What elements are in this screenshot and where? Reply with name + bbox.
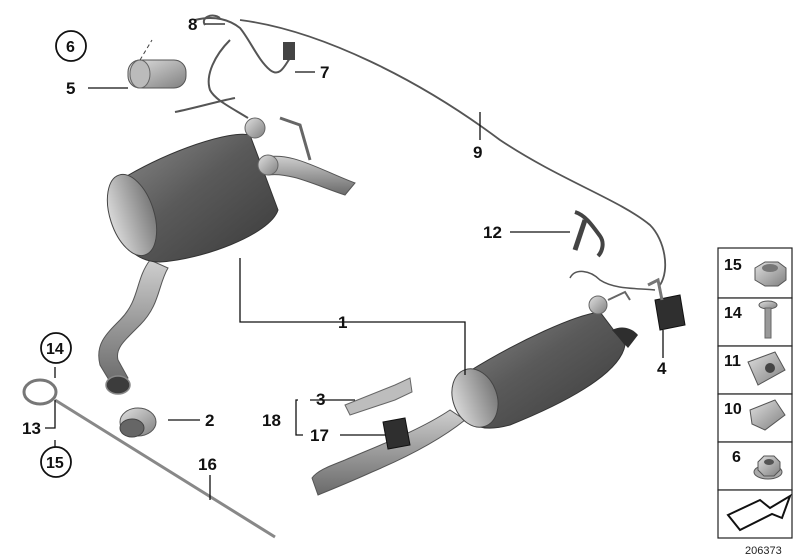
legend-item-2: 11	[724, 353, 741, 370]
rubber-block	[382, 417, 411, 450]
ground-strap	[572, 210, 605, 258]
flange-nut-icon	[753, 455, 783, 480]
reference-number: 206373	[745, 545, 782, 557]
hardware-legend: 15 14 11 10 6	[717, 247, 793, 539]
screw-icon	[758, 300, 778, 339]
callout-7: 7	[320, 63, 329, 82]
callout-1: 1	[338, 313, 347, 332]
callout-8: 8	[188, 15, 197, 34]
callout-15-ring	[40, 446, 72, 478]
clip-nut-icon	[747, 351, 786, 386]
callout-2: 2	[205, 411, 214, 430]
callout-15: 15	[46, 455, 64, 472]
rubber-mount	[647, 277, 686, 331]
pipe-clamp	[119, 407, 157, 438]
tie-rod	[54, 398, 276, 539]
legend-item-3: 10	[724, 401, 742, 418]
legend-item-1: 14	[724, 305, 742, 322]
callout-4: 4	[657, 359, 667, 378]
callout-13: 13	[22, 419, 41, 438]
callout-16: 16	[198, 455, 217, 474]
callout-5: 5	[66, 79, 75, 98]
callout-14: 14	[46, 341, 64, 358]
callout-18: 18	[262, 411, 281, 430]
vacuum-lines	[174, 14, 667, 291]
hose-clamp	[22, 378, 58, 406]
callout-3: 3	[316, 390, 325, 409]
callout-17: 17	[310, 426, 329, 445]
rear-muffler-left	[98, 116, 356, 395]
hex-nut-icon	[754, 261, 787, 287]
callout-6-ring	[55, 30, 87, 62]
forward-arrow-icon	[726, 493, 792, 532]
spring-clip-icon	[749, 399, 786, 431]
callout-14-ring	[40, 332, 72, 364]
bracket	[344, 377, 413, 416]
legend-item-0: 15	[724, 257, 742, 274]
vacuum-reservoir	[127, 39, 187, 89]
callout-9: 9	[473, 143, 482, 162]
rear-muffler-right	[311, 290, 638, 496]
callout-12: 12	[483, 223, 502, 242]
callout-6: 6	[66, 39, 75, 56]
leader-lines	[45, 23, 664, 500]
legend-item-4: 6	[732, 449, 741, 466]
